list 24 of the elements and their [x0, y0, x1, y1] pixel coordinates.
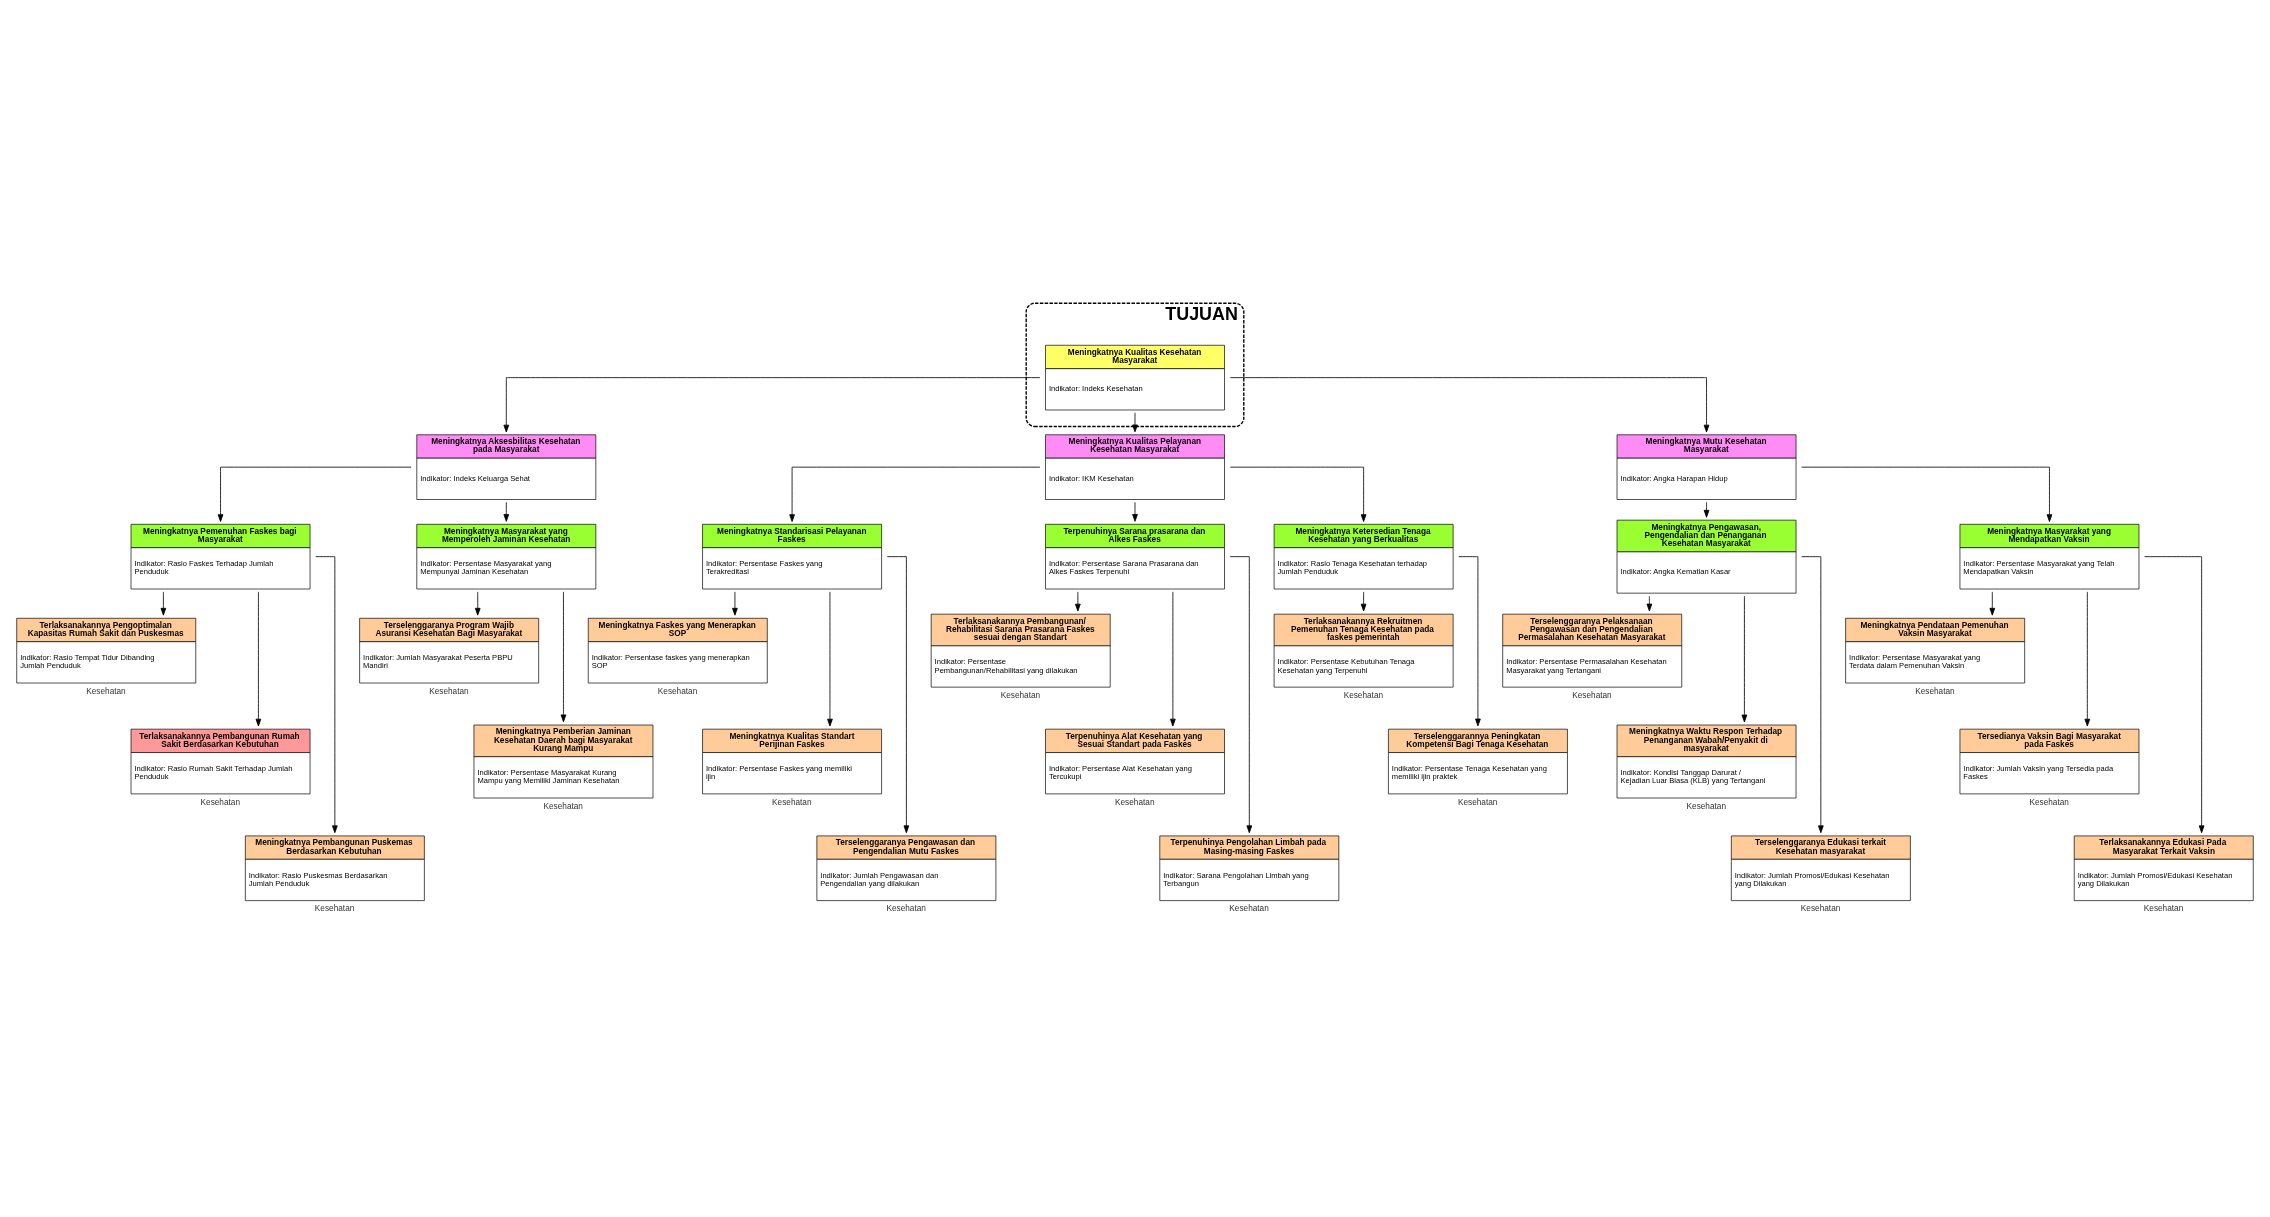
arrow [503, 376, 1041, 432]
arrow [1801, 466, 2053, 522]
arrow [1132, 501, 1138, 522]
arrow [1646, 595, 1653, 611]
arrow [1132, 411, 1138, 432]
arrow [1170, 590, 1176, 726]
arrow [1989, 590, 1996, 616]
arrow [732, 590, 738, 616]
arrow [1229, 466, 1367, 522]
arrow [474, 590, 481, 616]
arrow [160, 590, 167, 616]
arrow [503, 501, 510, 522]
arrow [217, 466, 412, 522]
arrow [1075, 590, 1081, 611]
arrow [1360, 590, 1367, 611]
arrow [789, 466, 1041, 522]
arrow [2144, 555, 2205, 833]
arrow [560, 590, 567, 722]
arrow [1703, 501, 1710, 518]
arrow [1741, 595, 1748, 722]
arrow [1229, 376, 1710, 432]
arrow [255, 590, 262, 726]
arrow [2084, 590, 2091, 726]
arrow [827, 590, 833, 726]
